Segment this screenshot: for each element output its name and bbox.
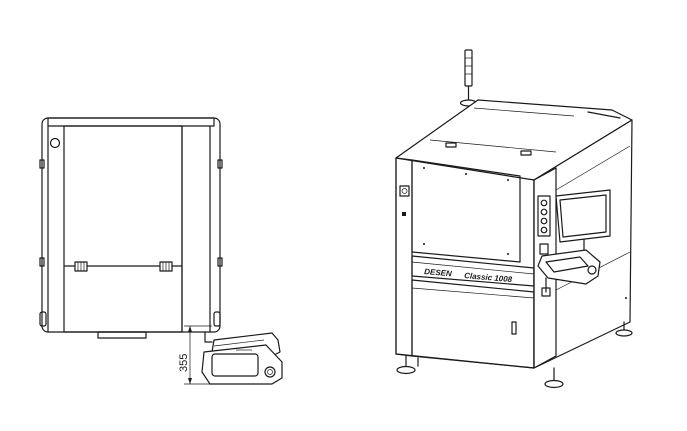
machine-upper-panel xyxy=(411,159,521,263)
brand-logo: DESEN xyxy=(424,267,452,278)
top-view-beacon-circle xyxy=(49,137,61,149)
top-view-bottom-tab xyxy=(97,331,147,339)
top-view: 355 xyxy=(39,117,283,385)
power-switch xyxy=(399,185,410,197)
control-buttons xyxy=(537,195,551,237)
keyboard-tray xyxy=(537,249,601,297)
signal-tower xyxy=(459,49,478,107)
top-view-top-rail xyxy=(47,117,215,127)
iso-view: DESEN Classic 1008 xyxy=(395,49,633,389)
monitor xyxy=(539,189,611,255)
model-label: Classic 1008 xyxy=(464,271,513,284)
machine-front-face xyxy=(395,157,535,369)
brand-label: DESEN Classic 1008 xyxy=(424,267,513,284)
door-handle xyxy=(511,321,517,335)
top-view-hinge-right xyxy=(159,261,173,272)
dimension-label: 355 xyxy=(178,354,190,372)
top-view-keyboard-tray xyxy=(201,332,283,385)
machine-feet xyxy=(396,321,633,389)
top-view-hinge-left xyxy=(74,261,88,272)
dimension-355: 355 xyxy=(178,325,212,385)
top-view-inner-panel xyxy=(63,125,183,333)
top-view-frame xyxy=(41,117,221,333)
